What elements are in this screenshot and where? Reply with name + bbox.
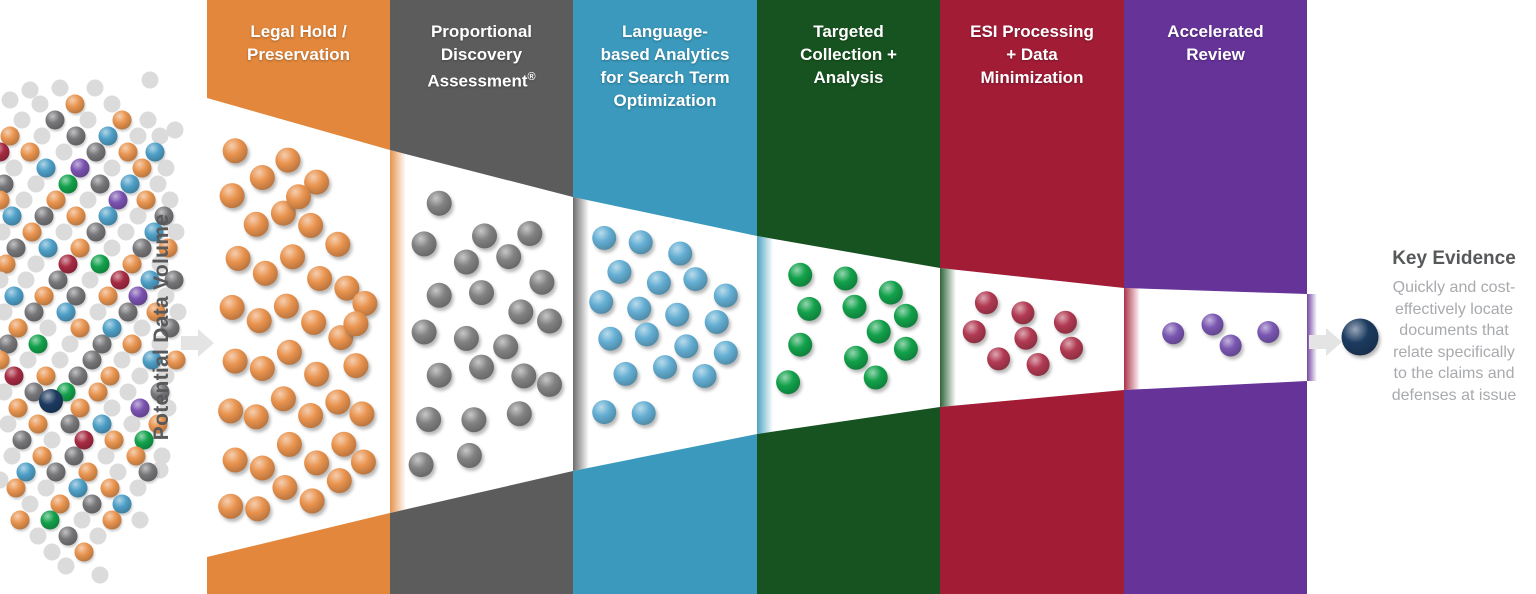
key-evidence-heading: Key Evidence xyxy=(1392,248,1516,269)
potential-data-volume-label: Potential Data Volume xyxy=(150,213,173,441)
stage-label-legal-hold: Legal Hold /Preservation xyxy=(247,22,350,64)
key-evidence-panel: Key Evidence Quickly and cost-effectivel… xyxy=(1374,248,1534,406)
stage-band-legal-hold: Legal Hold /Preservation xyxy=(207,0,390,594)
